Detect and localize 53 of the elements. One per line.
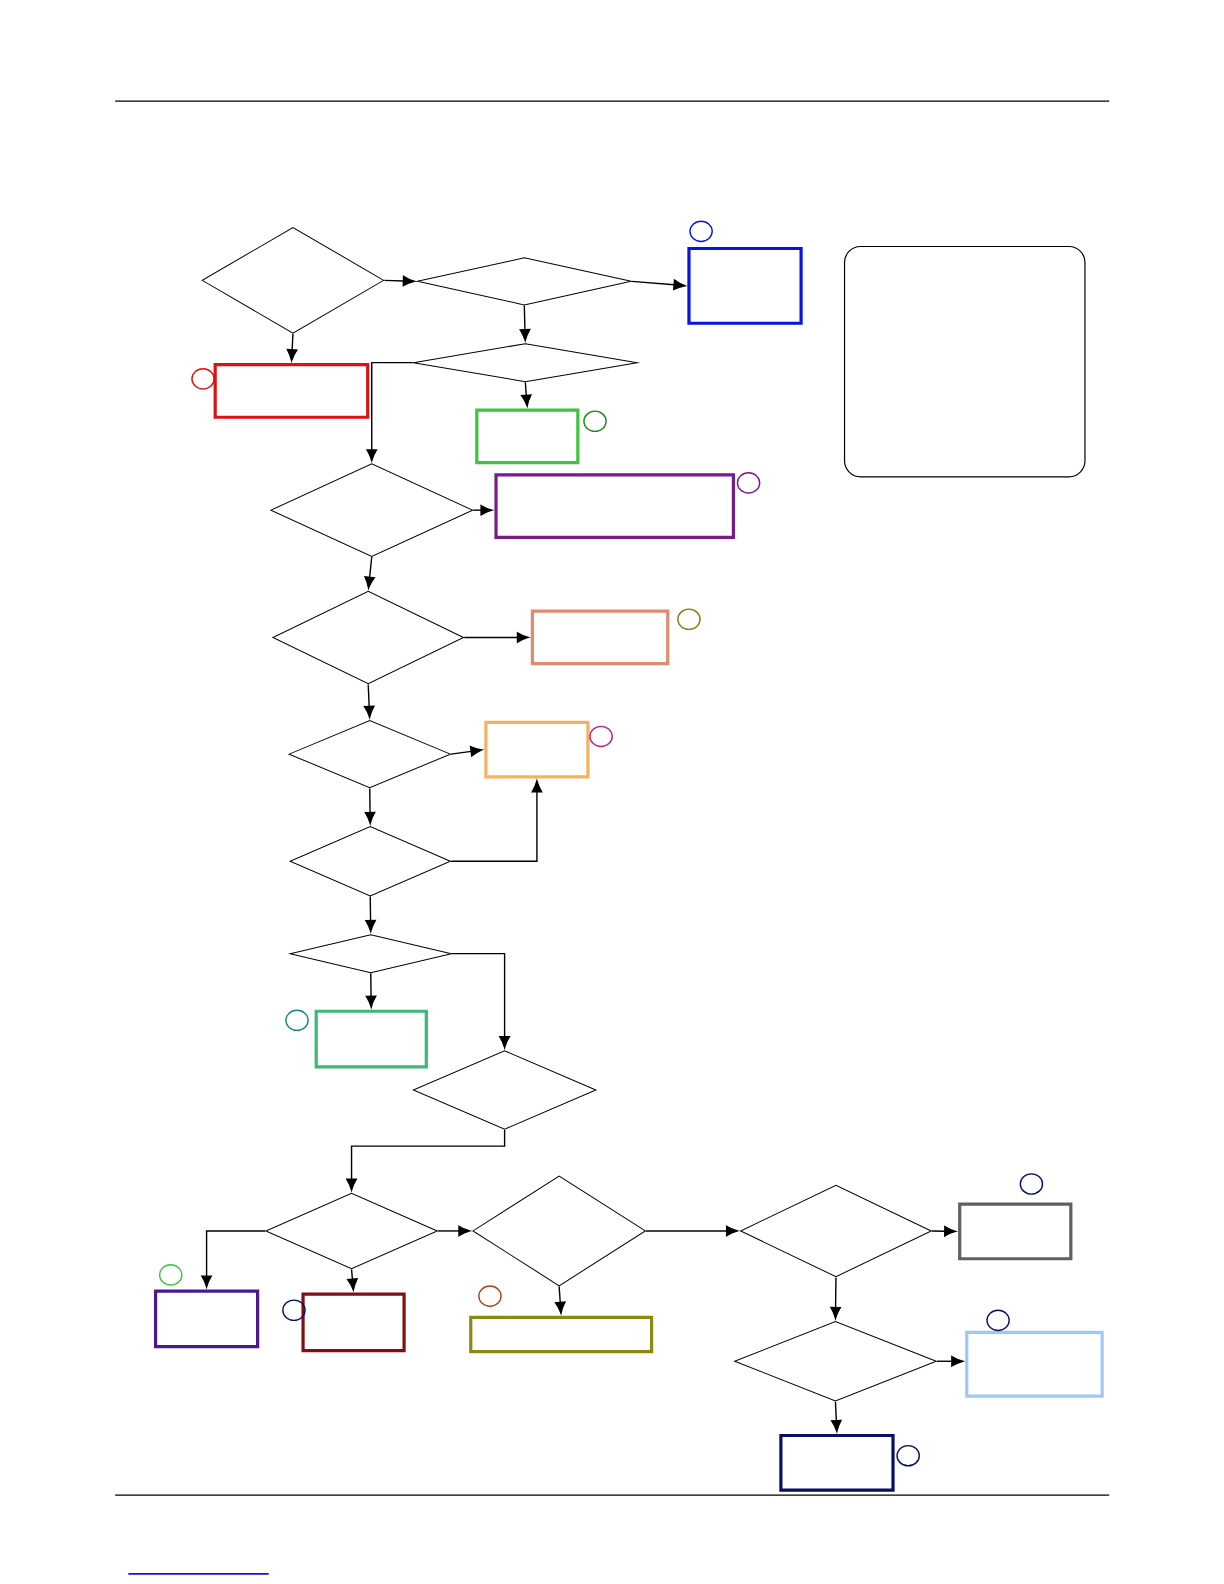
arrow — [346, 1129, 506, 1191]
arrow — [346, 1268, 358, 1291]
process-box — [153, 1289, 260, 1349]
arrow — [365, 972, 377, 1008]
arrow — [472, 504, 493, 516]
decision-diamond — [289, 934, 452, 974]
process-box — [213, 363, 370, 419]
arrow — [645, 1225, 738, 1237]
decision-diamond — [201, 227, 384, 334]
decision-diamond — [733, 1321, 937, 1402]
arrow — [364, 556, 375, 589]
arrow — [451, 952, 510, 1049]
process-box — [484, 720, 590, 779]
arrow — [830, 1276, 841, 1319]
process-box — [475, 408, 580, 465]
arrow — [366, 361, 414, 462]
arrow — [364, 787, 376, 825]
process-box — [494, 473, 735, 540]
decision-diamond — [265, 1192, 438, 1270]
arrow — [450, 746, 483, 757]
arrow — [383, 275, 415, 287]
arrow — [286, 333, 298, 362]
arrow — [201, 1230, 266, 1288]
decision-diamond — [412, 1050, 597, 1130]
arrow — [519, 304, 531, 342]
note-box — [843, 245, 1086, 478]
arrow — [830, 1400, 842, 1433]
process-box — [957, 1202, 1073, 1261]
decision-diamond — [412, 343, 638, 383]
arrow — [931, 1225, 957, 1237]
process-box — [314, 1009, 428, 1069]
arrow — [363, 683, 375, 718]
process-box — [965, 1330, 1104, 1398]
process-box — [530, 609, 670, 666]
decision-diamond — [416, 257, 632, 306]
arrow — [936, 1355, 964, 1367]
decision-diamond — [740, 1184, 932, 1278]
arrow — [437, 1225, 471, 1237]
decision-diamond — [272, 590, 464, 685]
process-box — [301, 1292, 406, 1353]
process-box — [687, 246, 803, 325]
arrow — [520, 381, 532, 407]
arrow — [554, 1285, 566, 1314]
decision-diamond — [270, 463, 473, 557]
process-box — [779, 1433, 895, 1492]
arrow — [463, 632, 529, 643]
arrow — [365, 895, 376, 933]
arrow — [631, 279, 686, 291]
process-box — [469, 1315, 653, 1354]
decision-diamond — [472, 1175, 646, 1287]
arrow — [450, 780, 543, 862]
decision-diamond — [289, 826, 451, 897]
decision-diamond — [288, 720, 451, 789]
